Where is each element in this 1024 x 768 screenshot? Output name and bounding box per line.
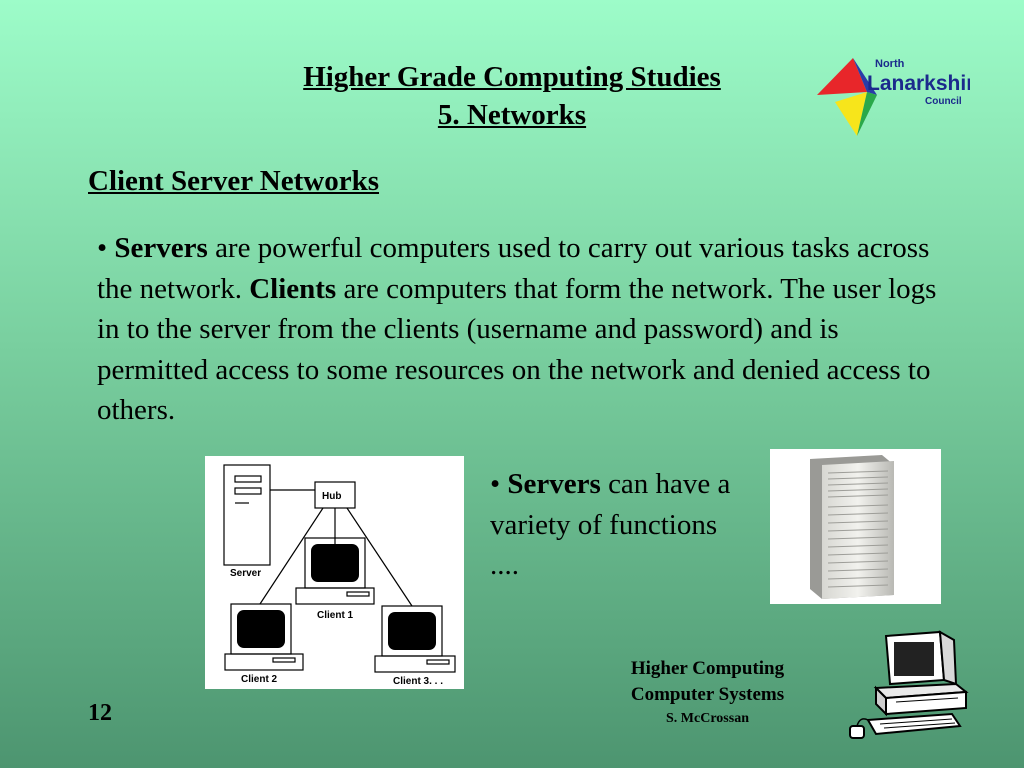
clients-term: Clients [249, 272, 337, 305]
monitor-screen [894, 642, 934, 676]
server-tower-shape [223, 464, 271, 566]
client2-label: Client 2 [241, 674, 278, 685]
servers-term: Servers [507, 468, 601, 500]
logo-yellow-shard [835, 92, 867, 136]
server-tower-image [770, 449, 941, 604]
north-lanarkshire-logo: North Lanarkshire Council [817, 58, 970, 136]
hub-label: Hub [322, 491, 341, 502]
title-line-topic: 5. Networks [437, 99, 587, 131]
section-heading: Client Server Networks [88, 165, 380, 197]
servers-term: Servers [114, 232, 208, 264]
servers-functions-text: • Servers can have a variety of function… [490, 464, 750, 586]
server-label: Server [230, 568, 261, 579]
footer-unit: Computer Systems [630, 684, 785, 705]
client3-screen [388, 612, 436, 650]
client3-label: Client 3. . . [393, 676, 443, 687]
paragraph-text-1: are powerful computers used to carry out… [97, 232, 930, 305]
bullet: • [97, 232, 108, 264]
slide-title: Higher Grade Computing Studies 5. Networ… [200, 58, 824, 134]
logo-blue-shard [853, 58, 877, 95]
logo-text-lanarkshire: Lanarkshire [867, 72, 970, 95]
hub-client2-cable [259, 507, 324, 605]
footer-author: S. McCrossan [666, 711, 749, 726]
client1-screen [311, 544, 359, 582]
footer-credits: Higher Computing Computer Systems S. McC… [600, 656, 815, 730]
computer-clipart-icon [849, 630, 969, 739]
logo-text-north: North [875, 58, 905, 70]
logo-green-shard [857, 92, 877, 136]
client2-screen [237, 610, 285, 648]
bullet: • [490, 468, 501, 500]
logo-text-council: Council [925, 96, 962, 107]
paragraph-text-2: are computers that form the network. The… [97, 272, 937, 427]
hub-client3-cable [346, 507, 413, 607]
client-server-diagram: Hub Server Client 1 Client 2 Client 3. .… [205, 456, 464, 689]
logo-red-shard [817, 58, 867, 95]
functions-text: can have a variety of functions .... [490, 468, 731, 581]
title-line-course: Higher Grade Computing Studies [303, 61, 721, 93]
main-paragraph: • Servers are powerful computers used to… [97, 228, 957, 431]
footer-course: Higher Computing [630, 658, 785, 679]
page-number: 12 [88, 700, 112, 726]
client1-label: Client 1 [317, 610, 354, 621]
